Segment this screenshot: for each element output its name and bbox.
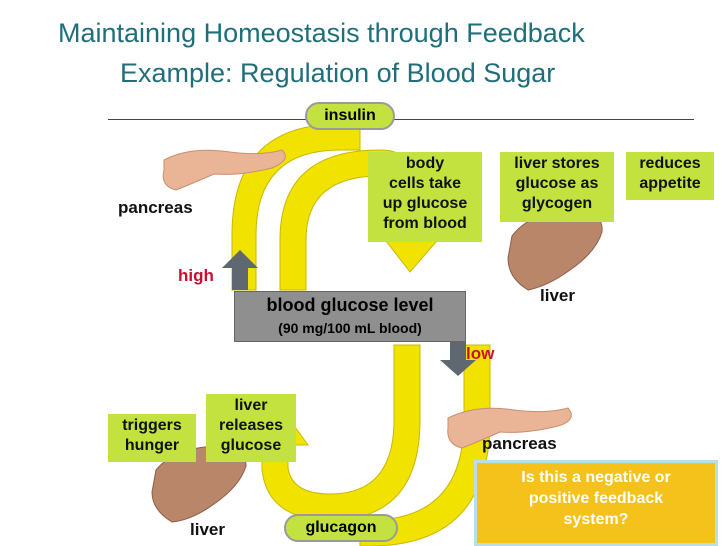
question-box: Is this a negative or positive feedback …	[474, 460, 718, 546]
high-label: high	[178, 266, 214, 285]
blood-glucose-level-box: blood glucose level (90 mg/100 mL blood)	[234, 291, 466, 342]
liver-stores-line: glycogen	[521, 195, 593, 212]
reduces-appetite-line: appetite	[639, 175, 701, 192]
pancreas-bottom-organ	[447, 407, 572, 449]
liver-bottom-label: liver	[190, 520, 225, 539]
triggers-hunger-line: hunger	[124, 437, 180, 454]
triggers-hunger-box: triggers hunger	[108, 414, 196, 462]
body-cells-line: body	[405, 155, 445, 172]
pancreas-top-organ	[162, 149, 286, 191]
high-arrow	[222, 250, 258, 290]
low-label: low	[466, 344, 495, 363]
title-divider	[108, 119, 694, 120]
slide-title: Maintaining Homeostasis through Feedback	[58, 18, 585, 48]
reduces-appetite-box: reduces appetite	[626, 152, 714, 200]
body-cells-box: body cells take up glucose from blood	[368, 152, 482, 242]
pancreas-top-label: pancreas	[118, 198, 193, 217]
liver-right-label: liver	[540, 286, 575, 305]
body-cells-line: from blood	[383, 215, 467, 232]
low-arrow	[440, 340, 476, 376]
blood-glucose-range: (90 mg/100 mL blood)	[278, 320, 422, 336]
blood-glucose-title: blood glucose level	[266, 295, 434, 315]
liver-stores-line: liver stores	[514, 155, 600, 172]
liver-releases-line: glucose	[220, 437, 282, 454]
liver-bottom-organ	[151, 445, 247, 523]
liver-releases-line: liver	[234, 397, 268, 414]
liver-stores-box: liver stores glucose as glycogen	[500, 152, 614, 222]
glucagon-label: glucagon	[284, 514, 398, 542]
question-line: system?	[563, 511, 629, 528]
insulin-label: insulin	[305, 102, 395, 130]
liver-right-organ	[507, 209, 603, 291]
reduces-appetite-line: reduces	[639, 155, 701, 172]
liver-releases-line: releases	[218, 417, 284, 434]
question-line: Is this a negative or	[521, 469, 671, 486]
body-cells-line: up glucose	[382, 195, 468, 212]
liver-releases-box: liver releases glucose	[206, 394, 296, 462]
body-cells-line: cells take	[388, 175, 462, 192]
liver-stores-line: glucose as	[515, 175, 599, 192]
triggers-hunger-line: triggers	[122, 417, 182, 434]
slide-subtitle: Example: Regulation of Blood Sugar	[120, 58, 556, 88]
pancreas-bottom-label: pancreas	[482, 434, 557, 453]
question-line: positive feedback	[528, 490, 664, 507]
